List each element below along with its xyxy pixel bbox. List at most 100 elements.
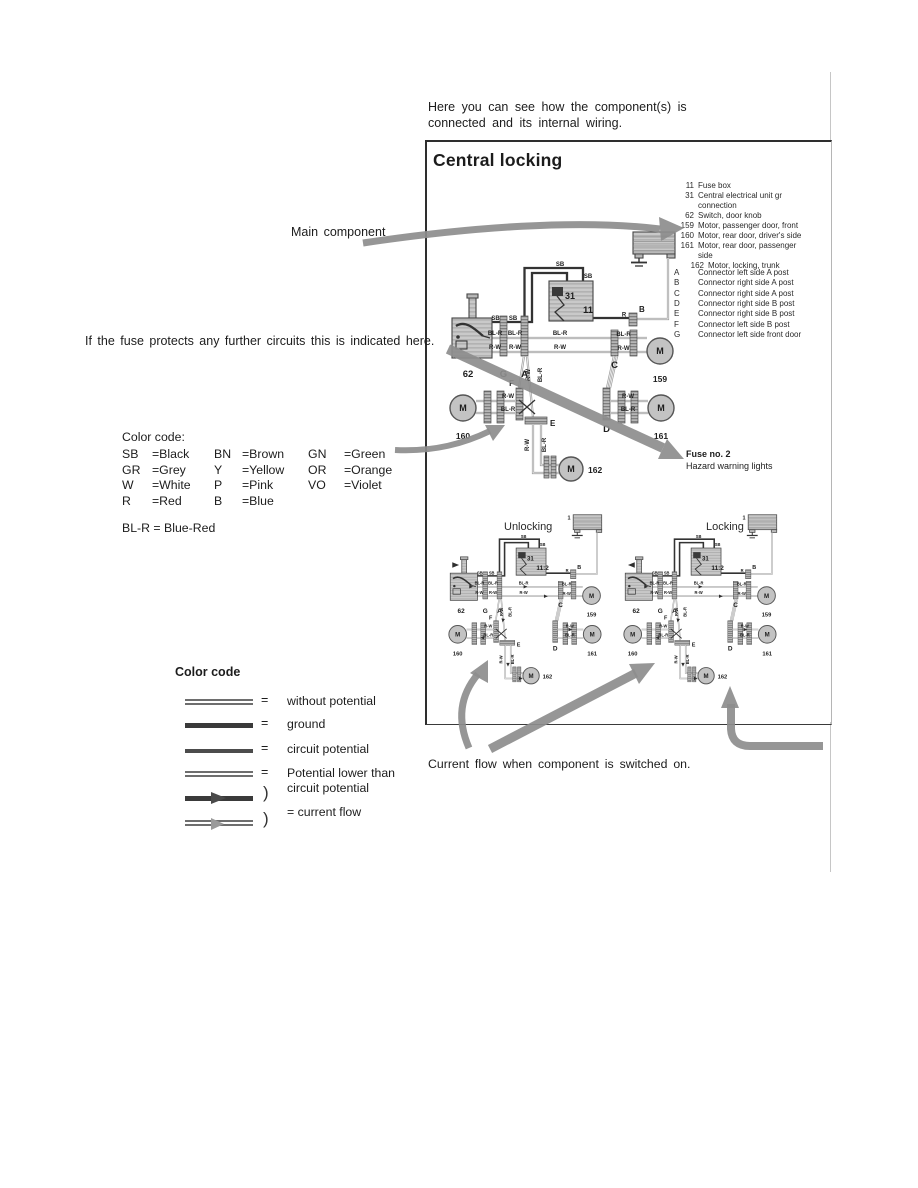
svg-text:162: 162 [718,674,728,680]
color-code-title: Color code: [122,430,185,444]
svg-text:BL-R: BL-R [501,407,516,413]
svg-text:BL-R: BL-R [650,581,660,586]
svg-text:G: G [500,369,507,380]
color-name: =Green [344,447,386,461]
connector-bar [552,620,558,643]
svg-text:B: B [752,565,756,571]
connector-letter: E [674,309,680,319]
legend-line-sample [185,792,253,804]
connector-bar [657,571,663,600]
component-number: 31 [685,191,694,201]
svg-text:R-W: R-W [489,345,501,351]
svg-text:BL-R: BL-R [553,331,568,337]
connector-bar [558,581,564,600]
component-label: Motor, locking, trunk [708,260,780,270]
door-knob-switch-icon [624,556,653,601]
svg-text:M: M [567,464,575,474]
color-name: =Pink [242,478,274,492]
svg-text:BL-R: BL-R [488,331,503,337]
svg-text:R-W: R-W [475,590,483,595]
svg-text:M: M [630,631,635,638]
connector-letter: A [674,268,680,277]
svg-text:E: E [692,643,696,649]
svg-text:BL-R: BL-R [483,632,493,637]
svg-text:BL-R: BL-R [519,581,529,586]
bracket: ) [263,809,269,828]
color-abbr: P [214,478,223,492]
line-legend-title: Color code [175,665,241,679]
fuse-note-text: If the fuse protects any further circuit… [85,334,435,348]
locking-title: Locking [706,521,744,533]
svg-text:BL-R: BL-R [621,407,636,413]
bracket: ) [263,783,269,802]
connector-letter: F [674,319,679,329]
equals-sign: = [261,765,269,779]
svg-text:BL-R: BL-R [508,331,523,337]
connector-label: Connector right side B post [698,298,795,308]
connector-bar [499,640,516,646]
legend-row: =without potential [175,693,435,715]
connector-bar [745,569,752,579]
svg-text:BL-R: BL-R [616,332,631,338]
svg-text:BL-R: BL-R [737,581,747,586]
svg-text:D: D [553,646,558,653]
svg-text:D: D [728,646,733,653]
legend-line-sample [185,699,253,705]
color-abbr: W [122,478,134,492]
svg-text:BL-R: BL-R [663,581,673,586]
panel-title: Central locking [433,150,563,170]
current-flow-caption: Current flow when component is switched … [428,757,691,771]
svg-text:F: F [509,379,514,388]
line-style-legend: Color code =without potential=ground=cir… [175,665,435,850]
connector-letter: G [674,329,681,339]
connector-bar [646,622,652,645]
component-label: Central electrical unit gr connection [698,191,783,210]
svg-text:BL-R: BL-R [538,367,544,382]
svg-text:159: 159 [762,613,772,619]
connector-bar [629,329,638,357]
connector-list-item: A Connector left side A post [674,268,830,278]
svg-text:C: C [611,360,618,371]
connector-label: Connector right side A post [698,278,794,288]
svg-text:R-W: R-W [489,590,497,595]
svg-text:M: M [704,673,709,680]
connector-letter: D [674,298,680,308]
color-code-extra: BL-R = Blue-Red [122,520,216,535]
svg-text:R-W: R-W [499,655,504,663]
connector-bar [543,455,550,479]
svg-text:62: 62 [463,369,474,380]
plunger [636,557,642,574]
svg-text:A: A [672,608,677,615]
door-knob-switch-icon [451,293,493,359]
connector-bar [687,666,692,683]
color-abbr: Y [214,462,223,477]
svg-text:B: B [577,565,581,571]
connector-bar [496,571,503,600]
component-number: 159 [680,220,694,230]
color-abbr: OR [308,462,327,477]
connector-bar [668,620,674,643]
connector-bar [628,312,638,327]
svg-text:M: M [765,631,770,638]
svg-text:SB: SB [509,316,518,322]
svg-text:SB: SB [664,571,670,576]
trunk-lock-motor-icon: 1 [567,514,603,533]
connector-label: Connector left side A post [698,268,789,277]
svg-text:C: C [733,602,738,609]
motor-body [572,514,603,531]
svg-text:R-W: R-W [484,624,492,629]
connector-label: Connector left side B post [698,319,790,329]
svg-text:R-W: R-W [738,591,746,596]
svg-text:B: B [639,305,645,314]
connector-bar [692,666,697,683]
component-label: Motor, rear door, driver's side [698,230,802,240]
svg-text:SB: SB [696,534,702,539]
